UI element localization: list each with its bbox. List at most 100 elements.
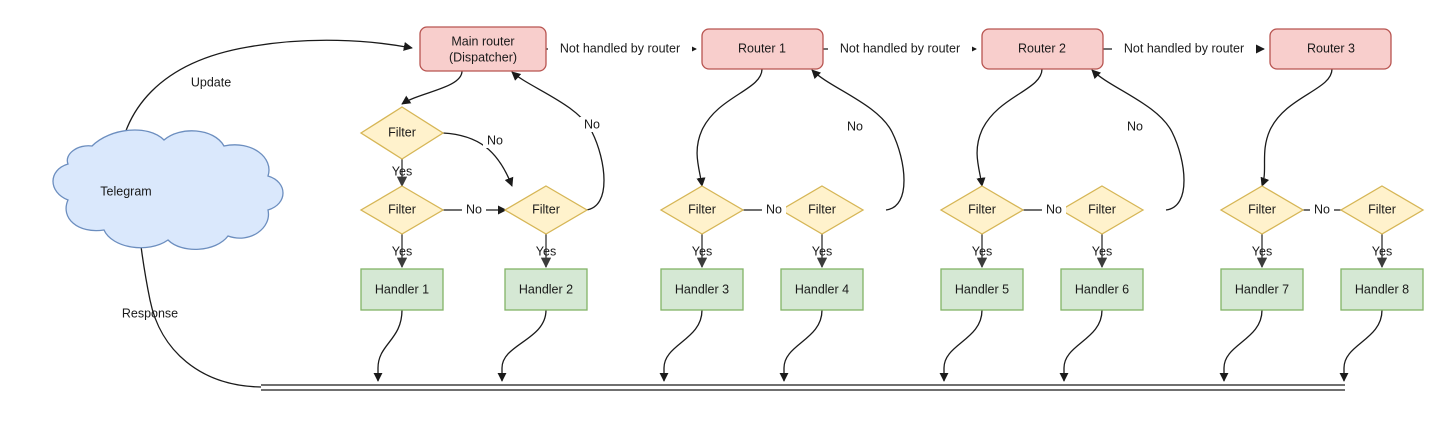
label-backing-2 — [828, 41, 972, 57]
edge-label-not-handled-3: Not handled by router — [1124, 41, 1244, 55]
edge-handler8-to-bus — [1339, 309, 1383, 382]
handler-8-box — [1340, 268, 1424, 311]
main-router-box — [419, 26, 547, 72]
edge-label-no-a: No — [487, 133, 503, 147]
node-filter-2[interactable]: Filter — [503, 185, 589, 235]
label-backing-no-e — [762, 203, 786, 218]
edge-label-yes-5: Yes — [812, 244, 832, 258]
node-handler-4[interactable]: Handler 4 — [780, 268, 864, 311]
label-backing-3 — [1112, 41, 1256, 57]
edge-label-no-c: No — [466, 202, 482, 216]
node-handler-8[interactable]: Handler 8 — [1340, 268, 1424, 311]
edge-router3-to-filter7 — [1260, 68, 1333, 187]
node-handler-1[interactable]: Handler 1 — [360, 268, 444, 311]
edge-handler2-to-bus — [497, 309, 547, 382]
label-backing-1 — [548, 41, 692, 57]
router-2-box — [981, 28, 1104, 70]
node-handler-2[interactable]: Handler 2 — [504, 268, 588, 311]
node-filter-8[interactable]: Filter — [1339, 185, 1425, 235]
filter-4-diamond — [779, 185, 865, 235]
handler-4-label: Handler 4 — [795, 282, 849, 296]
node-handler-3[interactable]: Handler 3 — [660, 268, 744, 311]
label-backing-no-b — [580, 117, 604, 132]
filter-8-diamond — [1339, 185, 1425, 235]
router-3-box — [1269, 28, 1392, 70]
handler-5-box — [940, 268, 1024, 311]
edge-label-update: Update — [191, 75, 231, 89]
edge-label-not-handled-2: Not handled by router — [840, 41, 960, 55]
filter-6-diamond — [1059, 185, 1145, 235]
edge-handler7-to-bus — [1219, 309, 1263, 382]
handler-6-box — [1060, 268, 1144, 311]
edge-label-no-h: No — [1314, 202, 1330, 216]
filter-5-label: Filter — [968, 202, 996, 216]
edge-filter6-no-to-router2 — [1091, 69, 1185, 211]
edge-label-yes-1: Yes — [392, 164, 412, 178]
filter-6-label: Filter — [1088, 202, 1116, 216]
edge-label-yes-4: Yes — [692, 244, 712, 258]
edge-label-yes-3: Yes — [536, 244, 556, 258]
filter-0-label: Filter — [388, 125, 416, 139]
node-filter-4[interactable]: Filter — [779, 185, 865, 235]
node-router-3[interactable]: Router 3 — [1269, 28, 1392, 70]
handler-1-box — [360, 268, 444, 311]
edge-handler5-to-bus — [939, 309, 983, 382]
edge-label-no-f: No — [1127, 119, 1143, 133]
node-router-1[interactable]: Router 1 — [701, 28, 824, 70]
edge-label-no-g: No — [1046, 202, 1062, 216]
filter-3-diamond — [659, 185, 745, 235]
edge-handler6-to-bus — [1059, 309, 1103, 382]
handler-8-label: Handler 8 — [1355, 282, 1409, 296]
filter-7-diamond — [1219, 185, 1305, 235]
edge-label-yes-8: Yes — [1252, 244, 1272, 258]
node-filter-0[interactable]: Filter — [359, 106, 445, 160]
edge-label-no-e: No — [766, 202, 782, 216]
edge-update — [117, 39, 413, 169]
edge-router2-to-filter5 — [976, 68, 1043, 187]
label-backing-no-a — [483, 133, 507, 148]
cloud-icon — [52, 129, 284, 251]
filter-5-diamond — [939, 185, 1025, 235]
edge-label-yes-7: Yes — [1092, 244, 1112, 258]
label-backing-no-c — [462, 203, 486, 218]
filter-2-diamond — [503, 185, 589, 235]
node-handler-7[interactable]: Handler 7 — [1220, 268, 1304, 311]
main-router-label-line1: Main router — [451, 34, 514, 48]
filter-2-label: Filter — [532, 202, 560, 216]
handler-2-label: Handler 2 — [519, 282, 573, 296]
handler-6-label: Handler 6 — [1075, 282, 1129, 296]
node-handler-6[interactable]: Handler 6 — [1060, 268, 1144, 311]
edge-label-yes-6: Yes — [972, 244, 992, 258]
edge-label-not-handled-1: Not handled by router — [560, 41, 680, 55]
edge-label-response: Response — [122, 306, 178, 320]
telegram-cloud-node[interactable]: Telegram — [52, 129, 284, 251]
filter-0-diamond — [359, 106, 445, 160]
handler-7-label: Handler 7 — [1235, 282, 1289, 296]
label-backing-no-h — [1310, 203, 1334, 218]
handler-4-box — [780, 268, 864, 311]
edge-handler1-to-bus — [373, 309, 403, 382]
label-backing-no-g — [1042, 203, 1066, 218]
router-1-box — [701, 28, 824, 70]
node-filter-6[interactable]: Filter — [1059, 185, 1145, 235]
handler-2-box — [504, 268, 588, 311]
node-handler-5[interactable]: Handler 5 — [940, 268, 1024, 311]
node-filter-3[interactable]: Filter — [659, 185, 745, 235]
filter-7-label: Filter — [1248, 202, 1276, 216]
edge-handler4-to-bus — [779, 309, 823, 382]
handler-7-box — [1220, 268, 1304, 311]
node-filter-1[interactable]: Filter — [359, 185, 445, 235]
node-router-2[interactable]: Router 2 — [981, 28, 1104, 70]
handler-3-box — [660, 268, 744, 311]
router-3-label: Router 3 — [1307, 41, 1355, 55]
edge-label-yes-9: Yes — [1372, 244, 1392, 258]
telegram-label: Telegram — [100, 184, 151, 198]
node-filter-5[interactable]: Filter — [939, 185, 1025, 235]
handler-5-label: Handler 5 — [955, 282, 1009, 296]
node-filter-7[interactable]: Filter — [1219, 185, 1305, 235]
edge-filter2-no-to-main — [511, 71, 605, 211]
handler-3-label: Handler 3 — [675, 282, 729, 296]
edge-filter4-no-to-router1 — [811, 69, 905, 211]
node-main-router[interactable]: Main router (Dispatcher) — [419, 26, 547, 72]
